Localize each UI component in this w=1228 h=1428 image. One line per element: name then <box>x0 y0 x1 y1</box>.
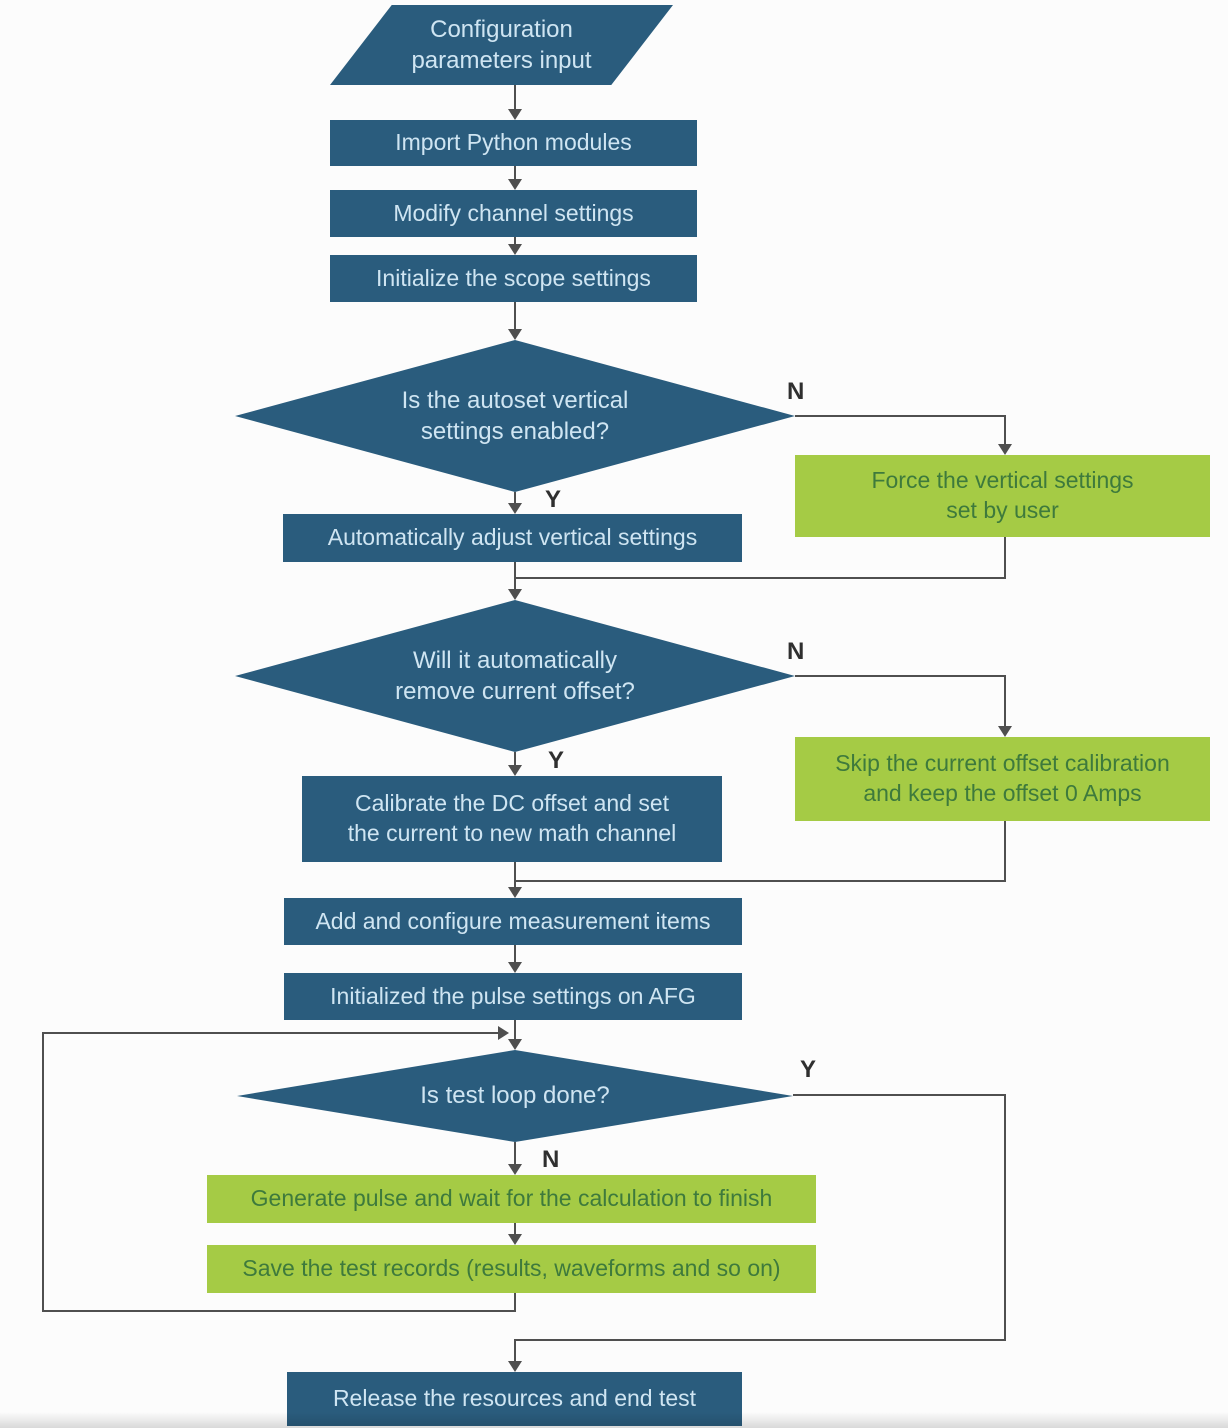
arrowhead-generate-to-save <box>508 1234 522 1245</box>
connector-loopback-left <box>42 1032 44 1312</box>
connector-loop-no <box>514 1142 516 1165</box>
node-skip-calibration: Skip the current offset calibration and … <box>795 737 1210 821</box>
arrowhead-pulse-to-loop <box>508 1039 522 1050</box>
node-generate-pulse: Generate pulse and wait for the calculat… <box>207 1175 816 1223</box>
node-calibrate-offset: Calibrate the DC offset and set the curr… <box>302 776 722 862</box>
branch-label-offset-no: N <box>787 638 805 665</box>
arrowhead-measure-to-pulse <box>508 962 522 973</box>
node-add-measurements: Add and configure measurement items <box>284 898 742 945</box>
node-force-vertical: Force the vertical settings set by user <box>795 455 1210 537</box>
connector-loop-yes-horizontal <box>793 1094 1006 1096</box>
arrowhead-loopback <box>498 1026 509 1040</box>
connector-exit-vertical <box>514 1339 516 1363</box>
connector-save-down <box>514 1293 516 1312</box>
arrowhead-offset-yes <box>508 765 522 776</box>
node-modify-channel: Modify channel settings <box>330 190 697 237</box>
connector-calibrate-to-measure <box>514 862 516 888</box>
connector-autoset-no-horizontal <box>795 415 1006 417</box>
arrowhead-calibrate-to-measure <box>508 887 522 898</box>
page-bottom-fade <box>0 1412 1228 1428</box>
connector-force-return-horizontal <box>515 577 1006 579</box>
arrowhead-autoset-yes <box>508 503 522 514</box>
decision-test-loop: Is test loop done? <box>237 1050 793 1142</box>
connector-exit-horizontal <box>514 1339 1006 1341</box>
connector-skip-return-vertical <box>1004 821 1006 882</box>
decision-autoset-vertical: Is the autoset vertical settings enabled… <box>235 340 795 492</box>
connector-generate-to-save <box>514 1223 516 1235</box>
connector-loopback-bottom <box>42 1310 516 1312</box>
node-config-input: Configuration parameters input <box>330 5 673 85</box>
node-import-modules: Import Python modules <box>330 120 697 166</box>
arrowhead-adjust-to-offset <box>508 589 522 600</box>
arrowhead-autoset-no <box>998 444 1012 455</box>
node-init-pulse: Initialized the pulse settings on AFG <box>284 973 742 1020</box>
connector-skip-return-horizontal <box>515 880 1006 882</box>
connector-loopback-top <box>42 1032 500 1034</box>
arrowhead-exit-to-release <box>508 1361 522 1372</box>
arrowhead-loop-no <box>508 1164 522 1175</box>
branch-label-offset-yes: Y <box>548 747 565 774</box>
branch-label-loop-yes: Y <box>800 1056 817 1083</box>
connector-adjust-to-offset <box>514 562 516 590</box>
arrowhead-initscope-to-autoset <box>508 329 522 340</box>
connector-autoset-no-vertical <box>1004 415 1006 445</box>
connector-modify-to-initscope <box>514 237 516 247</box>
node-init-scope: Initialize the scope settings <box>330 255 697 302</box>
arrowhead-import-to-modify <box>508 179 522 190</box>
arrowhead-config-to-import <box>508 109 522 120</box>
connector-offset-no-horizontal <box>795 675 1006 677</box>
node-release-resources: Release the resources and end test <box>287 1372 742 1426</box>
branch-label-autoset-yes: Y <box>545 486 562 513</box>
arrowhead-offset-no <box>998 726 1012 737</box>
connector-measure-to-pulse <box>514 945 516 963</box>
connector-force-return-vertical <box>1004 537 1006 579</box>
connector-autoset-yes <box>514 492 516 506</box>
connector-offset-yes <box>514 752 516 767</box>
connector-pulse-to-loop <box>514 1020 516 1040</box>
connector-import-to-modify <box>514 166 516 182</box>
arrowhead-modify-to-initscope <box>508 244 522 255</box>
connector-loop-yes-vertical <box>1004 1094 1006 1341</box>
branch-label-loop-no: N <box>542 1146 560 1173</box>
connector-offset-no-vertical <box>1004 675 1006 727</box>
branch-label-autoset-no: N <box>787 378 805 405</box>
connector-initscope-to-autoset <box>514 302 516 332</box>
decision-remove-offset: Will it automatically remove current off… <box>235 600 795 752</box>
connector-config-to-import <box>514 85 516 111</box>
node-save-records: Save the test records (results, waveform… <box>207 1245 816 1293</box>
node-auto-adjust: Automatically adjust vertical settings <box>283 514 742 562</box>
